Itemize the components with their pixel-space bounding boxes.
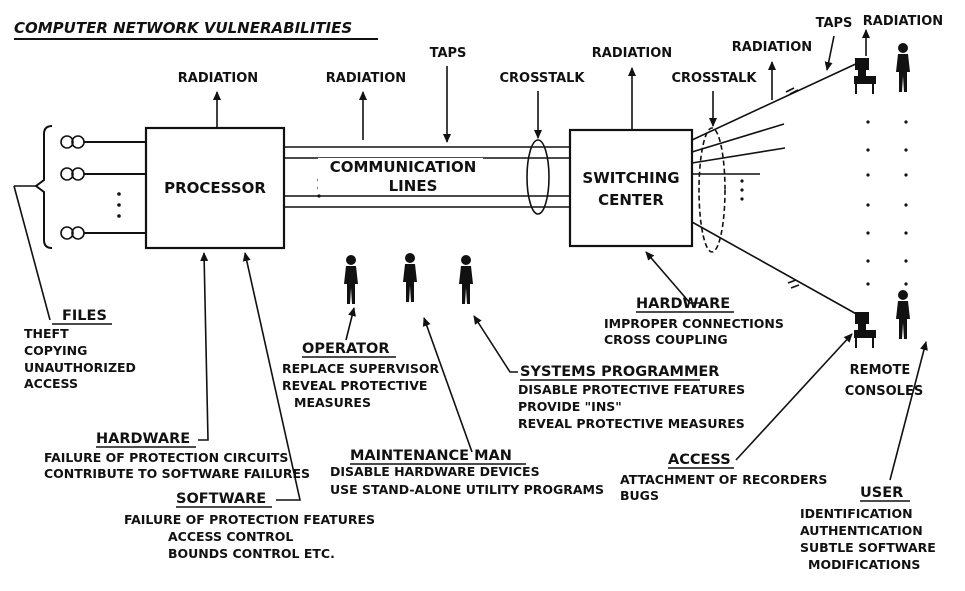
operator-icon: [344, 255, 358, 304]
access-item: BUGS: [620, 488, 659, 503]
user-icon: [896, 290, 910, 339]
radiation-label-remote: RADIATION: [732, 40, 812, 55]
hardware-proc-leader: [198, 252, 209, 441]
radiation-label-switch: RADIATION: [592, 46, 672, 61]
sysprog-leader: [473, 315, 518, 373]
operator-leader: [345, 307, 356, 341]
switching-label-1: SWITCHING: [582, 169, 679, 187]
software-leader: [242, 252, 301, 501]
user-item: SUBTLE SOFTWARE: [800, 540, 936, 555]
terminal-icon: [853, 311, 877, 349]
crosstalk-label-1: CROSSTALK: [499, 71, 585, 86]
software-item: FAILURE OF PROTECTION FEATURES: [124, 512, 375, 527]
operator-heading: OPERATOR: [302, 341, 390, 357]
software-item: BOUNDS CONTROL ETC.: [168, 546, 335, 561]
switching-center-box: [568, 128, 694, 248]
hardware-proc-item: FAILURE OF PROTECTION CIRCUITS: [44, 450, 288, 465]
maintenance-man-icon: [403, 253, 417, 302]
user-item: AUTHENTICATION: [800, 523, 923, 538]
files-item: THEFT: [24, 326, 69, 341]
diagram-title: COMPUTER NETWORK VULNERABILITIES: [14, 19, 352, 37]
hardware-proc-item: CONTRIBUTE TO SOFTWARE FAILURES: [44, 466, 310, 481]
files-item: UNAUTHORIZED: [24, 360, 136, 375]
sysprog-item: DISABLE PROTECTIVE FEATURES: [518, 382, 745, 397]
taps-label-remote: TAPS: [816, 16, 853, 31]
crosstalk-ellipse-2: [698, 127, 726, 253]
hardware-switch-leader: [645, 251, 700, 304]
hardware-switch-item: IMPROPER CONNECTIONS: [604, 316, 784, 331]
hardware-proc-heading: HARDWARE: [96, 431, 190, 447]
operator-item: REPLACE SUPERVISOR: [282, 361, 439, 376]
taps-label-lines: TAPS: [430, 46, 467, 61]
radiation-label-console: RADIATION: [863, 14, 943, 29]
hardware-switch-heading: HARDWARE: [636, 296, 730, 312]
maintenance-item: DISABLE HARDWARE DEVICES: [330, 464, 540, 479]
systems-programmer-icon: [459, 255, 473, 304]
comm-label-bg: [318, 158, 483, 192]
radiation-label-processor: RADIATION: [178, 71, 258, 86]
switching-label-2: CENTER: [598, 191, 664, 209]
software-item: ACCESS CONTROL: [168, 529, 293, 544]
tape-reel-icon: [60, 135, 121, 240]
sysprog-heading: SYSTEMS PROGRAMMER: [520, 364, 719, 380]
operator-item: MEASURES: [294, 395, 371, 410]
files-heading: FILES: [62, 308, 107, 324]
user-heading: USER: [860, 485, 903, 501]
crosstalk-ellipse-1: [526, 139, 550, 215]
console-column-dots: [866, 120, 908, 286]
files-leader: [13, 185, 51, 321]
user-leader: [889, 341, 928, 481]
user-item: IDENTIFICATION: [800, 506, 913, 521]
sysprog-item: REVEAL PROTECTIVE MEASURES: [518, 416, 745, 431]
remote-consoles-label-2: CONSOLES: [845, 384, 923, 399]
operator-item: REVEAL PROTECTIVE: [282, 378, 427, 393]
sysprog-item: PROVIDE "INS": [518, 399, 622, 414]
user-icon: [896, 43, 910, 92]
remote-lines: [691, 61, 861, 317]
access-heading: ACCESS: [668, 452, 731, 468]
comm-lines-label-2: LINES: [389, 177, 438, 195]
software-heading: SOFTWARE: [176, 491, 266, 507]
processor-label: PROCESSOR: [164, 179, 266, 197]
user-item: MODIFICATIONS: [808, 557, 920, 572]
access-leader: [735, 333, 853, 461]
access-item: ATTACHMENT OF RECORDERS: [620, 472, 827, 487]
remote-consoles-label-1: REMOTE: [850, 363, 911, 378]
comm-lines-label-1: COMMUNICATION: [330, 158, 477, 176]
files-item: COPYING: [24, 343, 87, 358]
maintenance-item: USE STAND-ALONE UTILITY PROGRAMS: [330, 482, 604, 497]
arrow-taps-remote: [824, 35, 835, 71]
maintenance-heading: MAINTENANCE MAN: [350, 448, 512, 464]
terminal-icon: [853, 57, 877, 95]
hardware-switch-item: CROSS COUPLING: [604, 332, 728, 347]
crosstalk-label-2: CROSSTALK: [671, 71, 757, 86]
files-item: ACCESS: [24, 376, 78, 391]
processor-box: [144, 126, 286, 250]
files-bracket: [34, 125, 53, 249]
radiation-label-lines: RADIATION: [326, 71, 406, 86]
maintenance-leader: [422, 317, 473, 453]
